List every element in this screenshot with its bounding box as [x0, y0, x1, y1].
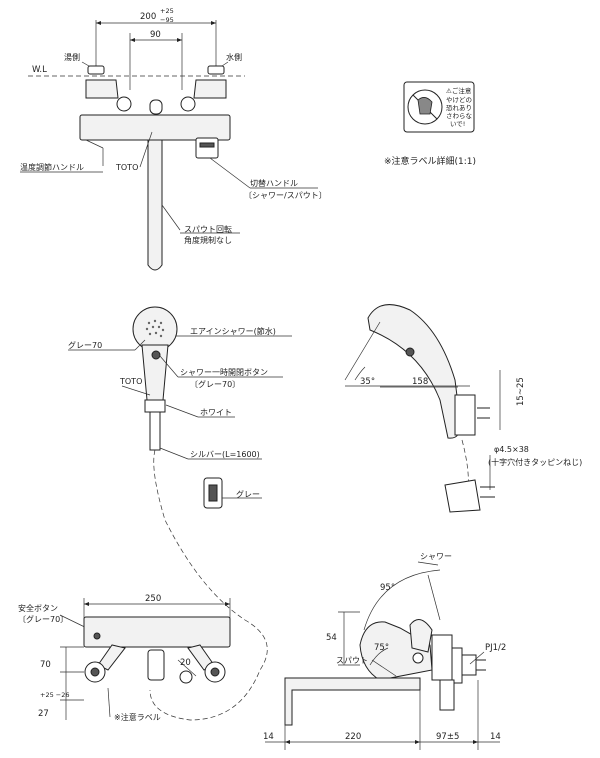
label-toto-top: TOTO	[115, 163, 138, 172]
dim-27: 27	[38, 709, 49, 719]
label-switch-handle: 切替ハンドル	[250, 178, 298, 188]
dim-54: 54	[326, 633, 337, 643]
dim-angle-95: 95°	[380, 583, 395, 593]
bottom-front-view: 安全ボタン 〔グレー70〕 250 70 20 27 +25 −26 ※注意ラベ…	[18, 594, 231, 722]
dim-97: 97±5	[436, 732, 459, 742]
label-air-in-shower: エアインシャワー(節水)	[190, 326, 276, 336]
label-wl: W.L	[32, 65, 47, 75]
label-toto-head: TOTO	[119, 377, 142, 386]
label-screw-desc: (十字穴付きタッピンねじ)	[488, 457, 582, 467]
dim-15-25: 15~25	[516, 377, 526, 406]
caution-line-3: 恐れあり	[446, 104, 472, 112]
dim-20: 20	[180, 658, 191, 668]
label-cold-side: 水側	[226, 52, 242, 62]
dim-200-tol-plus: +25	[160, 7, 174, 15]
shower-head-front: グレー70 エアインシャワー(節水) シャワー一時開閉ボタン 〔グレー70〕 T…	[68, 306, 292, 721]
dim-angle-35: 35°	[360, 377, 375, 387]
label-stop-button: シャワー一時開閉ボタン	[180, 368, 268, 377]
caution-label-detail: ⚠ご注意 やけどの 恐れあり さわらな いで! ※注意ラベル詳細(1:1)	[384, 81, 476, 167]
dim-90: 90	[150, 30, 161, 40]
caution-line-2: やけどの	[446, 96, 472, 104]
dim-70: 70	[40, 660, 51, 670]
caution-line-1: ⚠ご注意	[446, 86, 472, 95]
label-screw-size: φ4.5×38	[494, 445, 529, 454]
label-gray: グレー	[236, 489, 260, 499]
bottom-side-view: シャワー 95° 75° 54 スパウト PJ1/2 14 220	[263, 552, 506, 750]
label-gray70-head: グレー70	[68, 340, 102, 350]
dim-158: 158	[412, 377, 428, 387]
label-silver-hose: シルバー(L=1600)	[190, 450, 260, 459]
label-safety-button: 安全ボタン	[18, 603, 58, 613]
label-safety-button-sub: 〔グレー70〕	[18, 614, 68, 624]
label-spout-rotate: スパウト回転	[184, 225, 232, 234]
dim-angle-75: 75°	[374, 643, 389, 653]
label-white: ホワイト	[200, 408, 232, 417]
label-pj: PJ1/2	[485, 643, 506, 653]
caution-line-4: さわらな	[446, 112, 473, 120]
dim-220: 220	[345, 732, 361, 742]
label-spout-rotate-sub: 角度規制なし	[184, 235, 232, 245]
dim-14-right: 14	[490, 732, 501, 742]
top-front-view: 200 +25 −95 90 W.L 湯側 水側	[20, 7, 327, 271]
side-shower-view: 35° 158 15~25 φ4.5×38 (十字穴付きタッピンねじ)	[344, 304, 582, 513]
label-shower: シャワー	[420, 552, 452, 561]
label-stop-button-sub: 〔グレー70〕	[190, 379, 240, 389]
label-spout: スパウト	[336, 656, 368, 665]
dim-200: 200	[140, 12, 156, 22]
label-temp-handle: 温度調節ハンドル	[20, 162, 84, 172]
dim-200-tol-minus: −95	[160, 16, 174, 24]
label-hot-side: 湯側	[64, 52, 80, 62]
dim-27-tol: +25 −26	[40, 691, 70, 699]
caution-note: ※注意ラベル詳細(1:1)	[384, 155, 476, 167]
label-caution-label: ※注意ラベル	[114, 712, 161, 722]
dim-14-left: 14	[263, 732, 274, 742]
dim-250: 250	[145, 594, 161, 604]
label-switch-handle-sub: 〔シャワー/スパウト〕	[244, 191, 327, 200]
caution-line-5: いで!	[450, 120, 465, 128]
